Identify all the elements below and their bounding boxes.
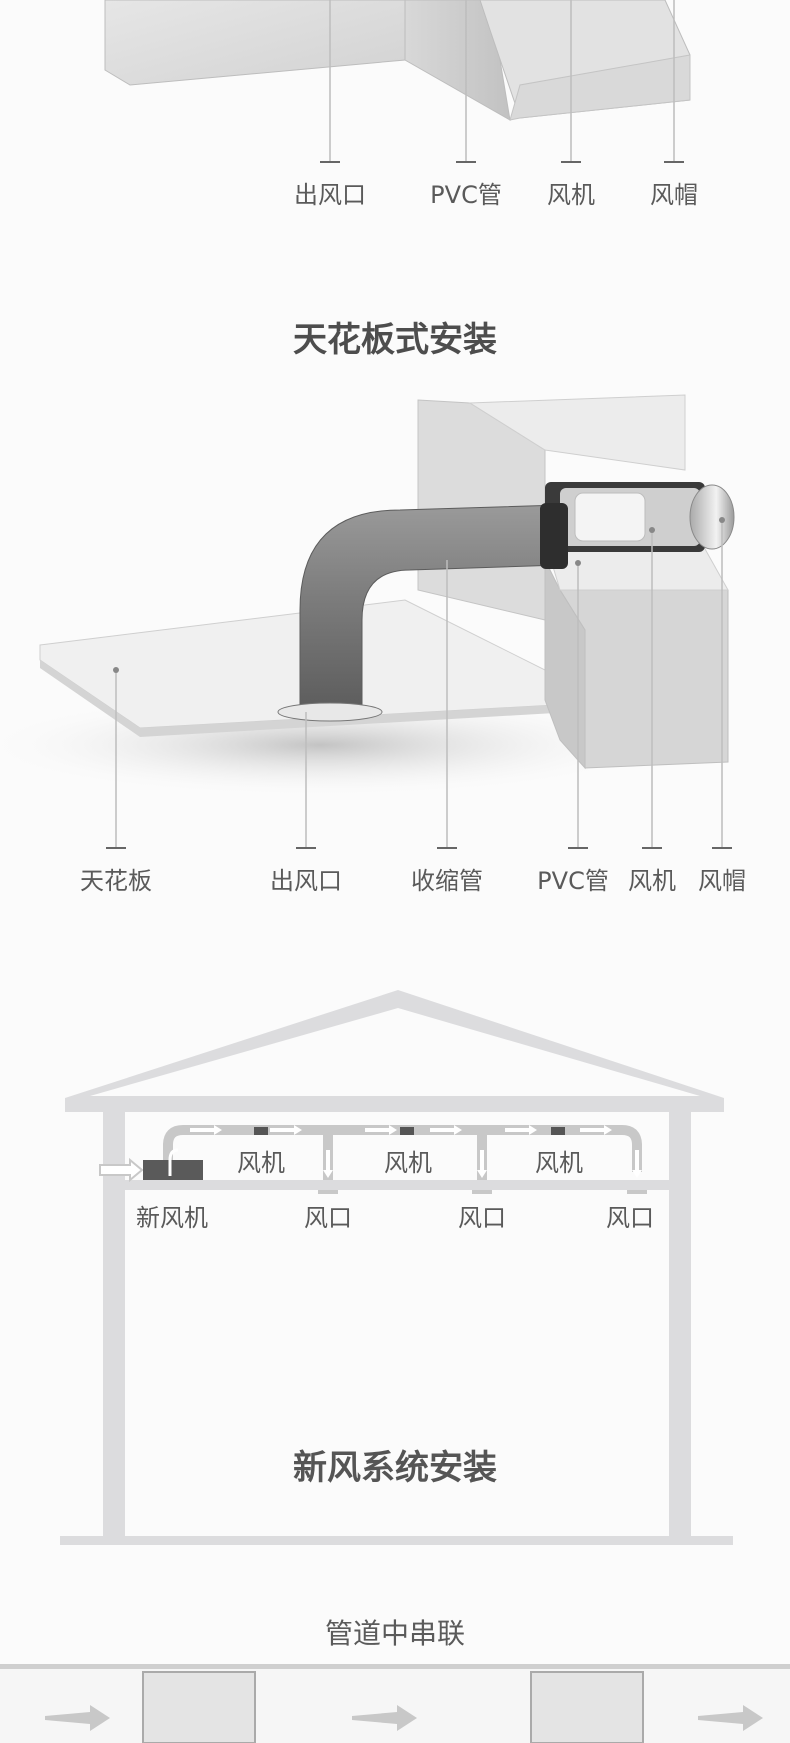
series-install-illustration (0, 0, 790, 1743)
